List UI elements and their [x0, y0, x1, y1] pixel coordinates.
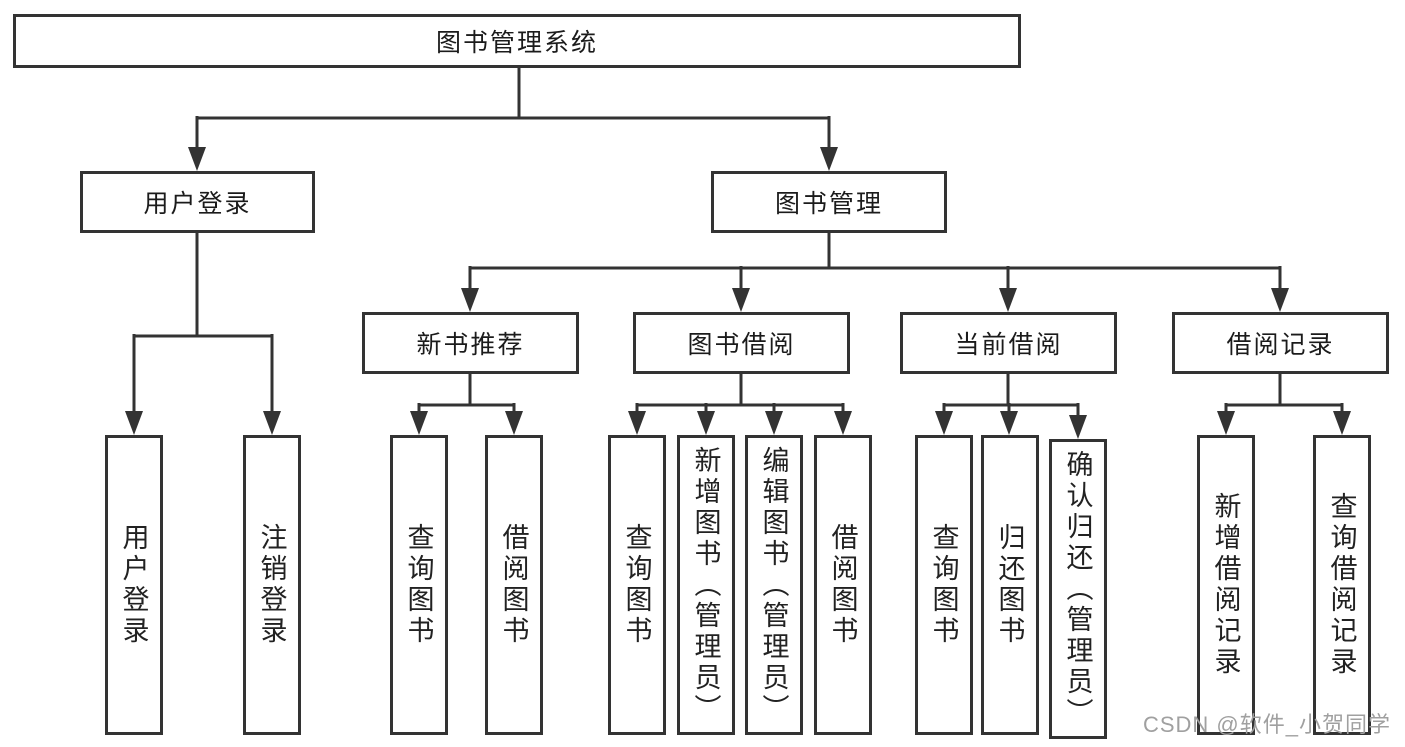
node-current-borrowing: 当前借阅	[900, 312, 1117, 374]
leaf-query-books-borrowing: 查询图书	[608, 435, 666, 735]
leaf-confirm-return-admin: 确认归还（管理员）	[1049, 439, 1107, 739]
leaf-query-borrow-record: 查询借阅记录	[1313, 435, 1371, 735]
node-user-login: 用户登录	[80, 171, 315, 233]
node-new-book-recommend: 新书推荐	[362, 312, 579, 374]
leaf-label: 归还图书	[994, 523, 1025, 647]
node-borrowing-records: 借阅记录	[1172, 312, 1389, 374]
leaf-label: 借阅图书	[827, 523, 858, 647]
leaf-add-books-admin: 新增图书（管理员）	[677, 435, 735, 735]
leaf-label: 查询图书	[621, 523, 652, 647]
leaf-query-books-recommend: 查询图书	[390, 435, 448, 735]
leaf-query-books-current: 查询图书	[915, 435, 973, 735]
leaf-user-login: 用户登录	[105, 435, 163, 735]
leaf-label: 查询图书	[928, 523, 959, 647]
leaf-label: 新增借阅记录	[1210, 492, 1241, 678]
leaf-label: 查询图书	[403, 523, 434, 647]
leaf-label: 用户登录	[118, 523, 149, 647]
leaf-label: 注销登录	[256, 523, 287, 647]
arrowheads	[125, 147, 1351, 439]
leaf-return-books: 归还图书	[981, 435, 1039, 735]
leaf-label: 借阅图书	[498, 523, 529, 647]
leaf-label: 确认归还（管理员）	[1062, 449, 1093, 729]
leaf-edit-books-admin: 编辑图书（管理员）	[745, 435, 803, 735]
leaf-label: 新增图书（管理员）	[690, 445, 721, 725]
leaf-label: 编辑图书（管理员）	[758, 445, 789, 725]
node-book-management: 图书管理	[711, 171, 947, 233]
node-book-borrowing: 图书借阅	[633, 312, 850, 374]
node-root-system: 图书管理系统	[13, 14, 1021, 68]
leaf-label: 查询借阅记录	[1326, 492, 1357, 678]
leaf-borrow-books-recommend: 借阅图书	[485, 435, 543, 735]
leaf-add-borrow-record: 新增借阅记录	[1197, 435, 1255, 735]
leaf-borrow-books-borrowing: 借阅图书	[814, 435, 872, 735]
leaf-logout: 注销登录	[243, 435, 301, 735]
